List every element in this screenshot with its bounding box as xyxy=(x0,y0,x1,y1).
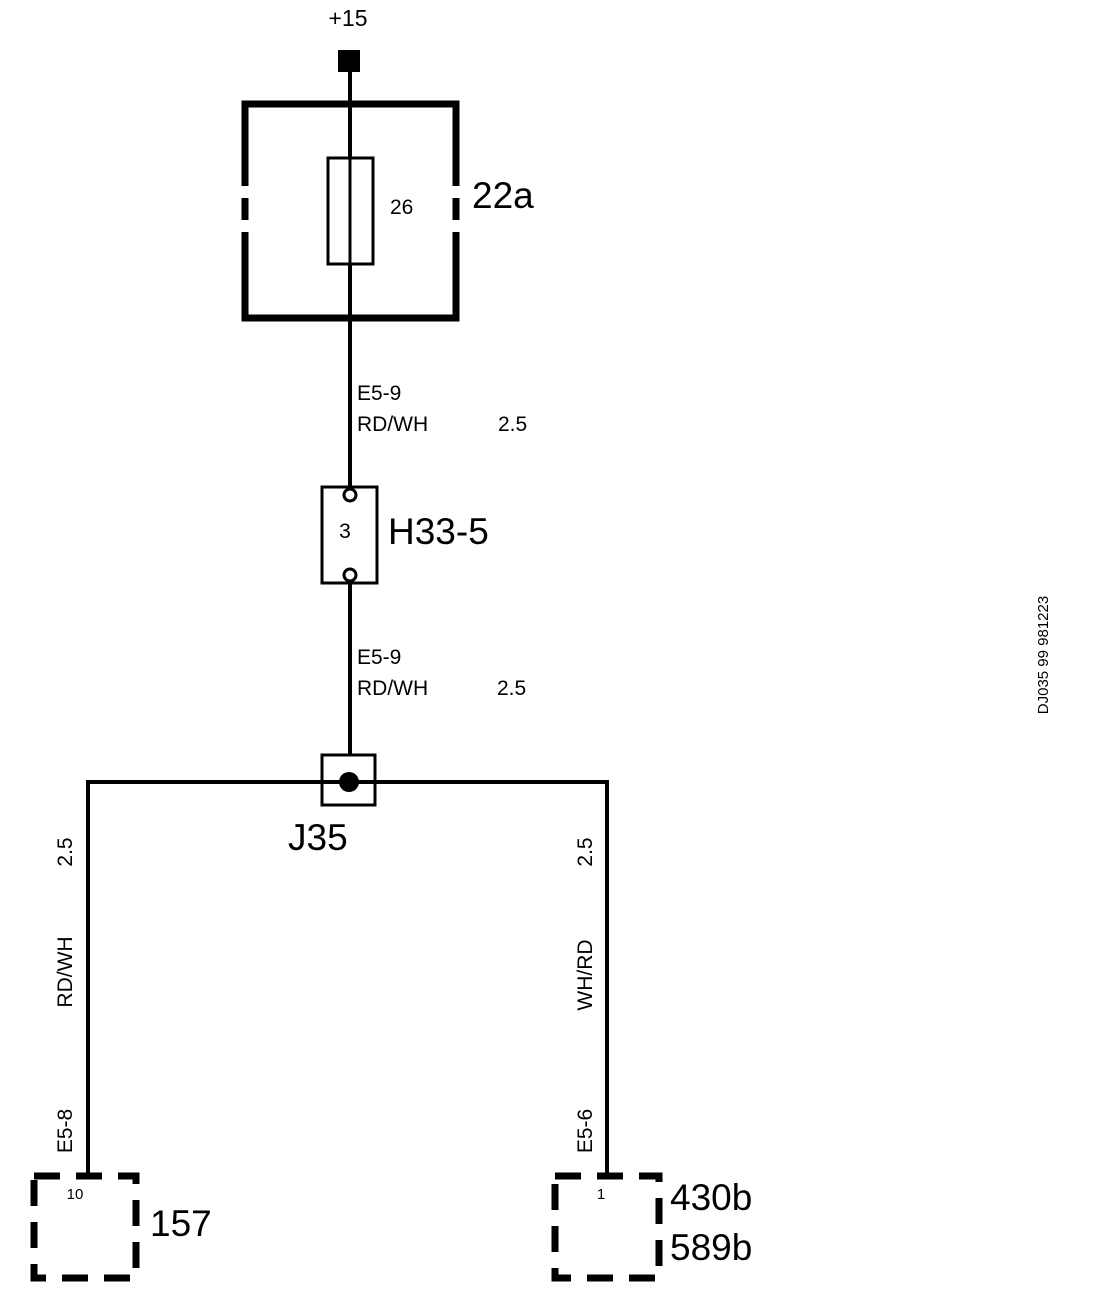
wire-top-labels: E5-9 RD/WH 2.5 xyxy=(357,382,527,436)
supply-terminal-square xyxy=(338,50,360,72)
branch-right-color: WH/RD xyxy=(574,939,597,1010)
junction: J35 xyxy=(288,753,377,858)
component-left: 10 157 xyxy=(30,1172,212,1282)
branch-right-size: 2.5 xyxy=(574,837,597,866)
component-right-pin: 1 xyxy=(597,1186,605,1203)
connector-pin-top xyxy=(342,487,358,503)
wire-mid-size: 2.5 xyxy=(497,677,526,700)
connector-pin-number: 3 xyxy=(339,520,351,543)
component-right-id-line2: 589b xyxy=(670,1227,752,1268)
branch-left-labels: 2.5 RD/WH E5-8 xyxy=(54,837,77,1153)
component-right-id-line1: 430b xyxy=(670,1177,752,1218)
wire-mid-color: RD/WH xyxy=(357,677,428,700)
branch-right-labels: 2.5 WH/RD E5-6 xyxy=(574,837,597,1153)
supply-terminal: +15 xyxy=(328,5,368,72)
fuse-number: 26 xyxy=(390,196,413,219)
wire-mid-labels: E5-9 RD/WH 2.5 xyxy=(357,646,526,700)
branch-right-code: E5-6 xyxy=(574,1109,597,1153)
connector-id: H33-5 xyxy=(388,511,489,552)
connector-body xyxy=(320,485,379,585)
fuse-box-id: 22a xyxy=(472,175,534,216)
junction-id: J35 xyxy=(288,817,348,858)
component-left-outline xyxy=(30,1172,140,1282)
component-right: 1 430b 589b xyxy=(551,1172,752,1282)
connector-pin-bottom xyxy=(342,567,358,583)
branch-left-code: E5-8 xyxy=(54,1109,77,1153)
wire-mid-code: E5-9 xyxy=(357,646,401,669)
junction-dot xyxy=(339,772,359,792)
branch-left-color: RD/WH xyxy=(54,936,77,1007)
wire-top-code: E5-9 xyxy=(357,382,401,405)
component-left-pin: 10 xyxy=(67,1186,84,1203)
drawing-number: DJ035 99 981223 xyxy=(1035,596,1052,714)
supply-label: +15 xyxy=(328,5,367,31)
wire-top-color: RD/WH xyxy=(357,413,428,436)
component-right-outline xyxy=(551,1172,663,1282)
wire-top-size: 2.5 xyxy=(498,413,527,436)
fuse-box: 26 22a xyxy=(241,100,534,322)
branch-left-size: 2.5 xyxy=(54,837,77,866)
component-left-id: 157 xyxy=(150,1203,212,1244)
connector: 3 H33-5 xyxy=(320,485,489,585)
